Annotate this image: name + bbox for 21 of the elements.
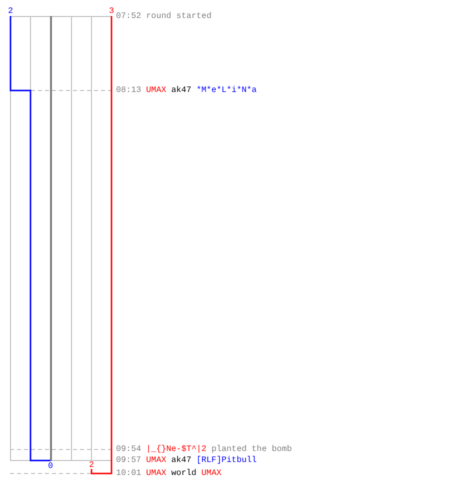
player-name: [RLF]Pitbull — [196, 455, 257, 465]
player-name: |_{}Ne-$T^|2 — [146, 444, 206, 454]
player-name: UMAX — [146, 85, 166, 95]
cause-text: world — [171, 468, 196, 478]
event-text: round started — [146, 11, 212, 21]
weapon-name: ak47 — [171, 85, 192, 95]
count-label: 0 — [48, 461, 54, 471]
timestamp: 08:13 — [116, 85, 142, 95]
timestamp: 09:57 — [116, 455, 142, 465]
timestamp: 10:01 — [116, 468, 142, 478]
timestamp: 07:52 — [116, 11, 142, 21]
player-name: UMAX — [201, 468, 222, 478]
player-name: UMAX — [146, 468, 166, 478]
event-text: planted the bomb — [211, 444, 292, 454]
timestamp: 09:54 — [116, 444, 142, 454]
weapon-name: ak47 — [171, 455, 192, 465]
player-name: UMAX — [146, 455, 166, 465]
count-label: 3 — [109, 6, 114, 16]
count-label: 2 — [8, 6, 14, 16]
player-name: *M*e*L*i*N*a — [196, 85, 257, 95]
count-label: 2 — [89, 460, 94, 470]
